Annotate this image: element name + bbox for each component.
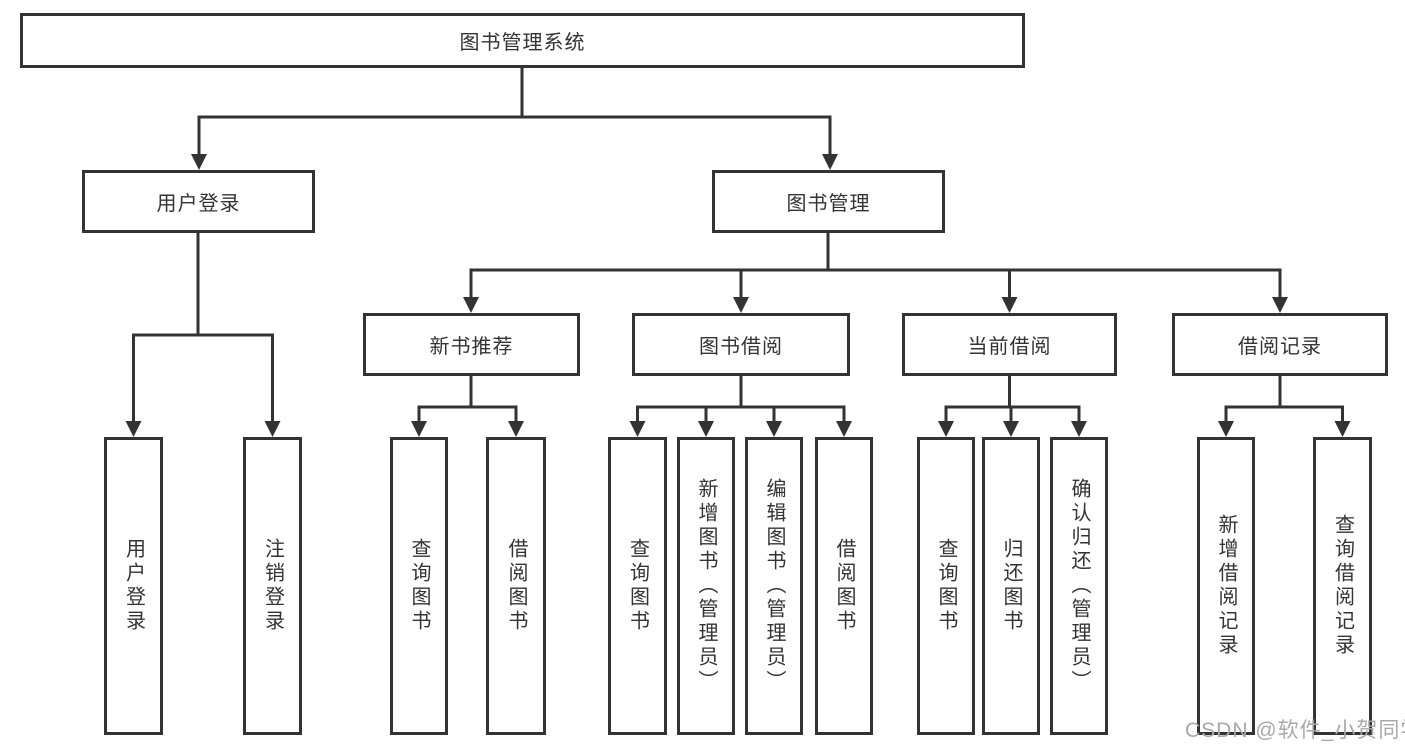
- node-root-system: 图书管理系统: [20, 13, 1025, 68]
- edge-borrowrec-query: [1278, 376, 1351, 437]
- edge-bookmgmt-borrowrec: [826, 233, 1288, 313]
- leaf-logout: 注销登录: [243, 437, 302, 735]
- edge-bookmgmt-bookborrow: [733, 233, 830, 313]
- leaf-newbooks-borrow-books: 借阅图书: [486, 437, 546, 735]
- leaf-borrow-add-books-admin: 新增图书（管理员）: [677, 437, 735, 735]
- edge-userlogin-login: [125, 233, 200, 437]
- leaf-current-query-books: 查询图书: [917, 437, 975, 735]
- edge-root-bookmgmt: [520, 68, 838, 170]
- csdn-watermark: CSDN @软件_小贺同学: [1185, 719, 1405, 742]
- node-borrowing-records: 借阅记录: [1172, 313, 1388, 376]
- edge-bookborrow-edit: [739, 376, 782, 437]
- leaf-user-login: 用户登录: [104, 437, 163, 735]
- edge-curborrow-confirm: [1008, 376, 1087, 437]
- edge-userlogin-logout: [196, 233, 281, 437]
- edge-bookborrow-borrow: [739, 376, 852, 437]
- edge-bookborrow-add: [698, 376, 743, 437]
- node-book-borrowing: 图书借阅: [632, 313, 850, 376]
- edge-bookborrow-query: [629, 376, 743, 437]
- leaf-borrow-query-books: 查询图书: [608, 437, 667, 735]
- leaf-current-return-books: 归还图书: [982, 437, 1040, 735]
- node-current-borrowing: 当前借阅: [902, 313, 1117, 376]
- leaf-current-confirm-return-admin: 确认归还（管理员）: [1050, 437, 1108, 735]
- edge-newbooks-query: [411, 376, 473, 437]
- leaf-records-add-record: 新增借阅记录: [1197, 437, 1255, 735]
- leaf-borrow-borrow-books: 借阅图书: [815, 437, 873, 735]
- leaf-records-query-record: 查询借阅记录: [1313, 437, 1372, 735]
- node-user-login: 用户登录: [82, 170, 315, 233]
- leaf-newbooks-query-books: 查询图书: [390, 437, 448, 735]
- edge-newbooks-borrow: [469, 376, 524, 437]
- edge-curborrow-query: [938, 376, 1011, 437]
- edge-borrowrec-add: [1218, 376, 1282, 437]
- edge-root-userlogin: [191, 68, 524, 170]
- leaf-borrow-edit-books-admin: 编辑图书（管理员）: [745, 437, 803, 735]
- node-book-management: 图书管理: [712, 170, 945, 233]
- node-new-book-recommend: 新书推荐: [363, 313, 580, 376]
